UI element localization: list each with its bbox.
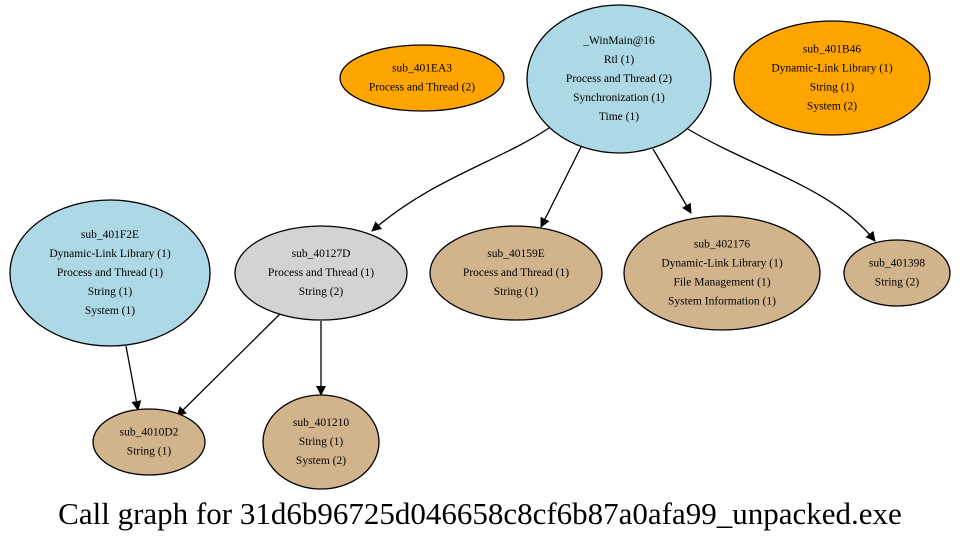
node-shape-sub_401210 [262, 394, 380, 490]
node-api-category: Dynamic-Link Library (1) [49, 248, 171, 260]
edge-winmain-to-sub_40127D [371, 127, 550, 232]
node-title: sub_401B46 [803, 44, 861, 56]
node-api-category: System Information (1) [668, 296, 776, 308]
node-api-category: String (2) [299, 286, 344, 298]
node-api-category: System (2) [296, 455, 346, 467]
node-shape-sub_401EA3 [339, 44, 505, 112]
node-api-category: System (1) [85, 305, 135, 317]
node-title: sub_401398 [869, 258, 925, 270]
node-api-category: Process and Thread (1) [57, 267, 163, 279]
edge-winmain-to-sub_40159E [540, 144, 583, 228]
graph-caption: Call graph for 31d6b96725d046658c8cf6b87… [58, 496, 902, 531]
node-shape-sub_402176 [623, 215, 821, 331]
node-shape-sub_4010D2 [92, 408, 206, 476]
edge-winmain-to-sub_401398 [685, 127, 876, 242]
node-api-category: Process and Thread (1) [268, 267, 374, 279]
node-api-category: String (1) [88, 286, 133, 298]
node-title: _WinMain@16 [582, 35, 655, 47]
node-api-category: String (1) [127, 446, 172, 458]
node-shape-winmain [526, 4, 712, 154]
node-title: sub_40159E [487, 248, 545, 260]
node-shape-sub_401F2E [9, 199, 211, 347]
edge-winmain-to-sub_402176 [652, 148, 692, 214]
node-shape-sub_401B46 [733, 20, 931, 136]
node-sub_40127D: sub_40127D Process and Thread (1) String (… [234, 225, 408, 321]
node-api-category: Process and Thread (2) [566, 73, 672, 85]
node-api-category: Time (1) [599, 111, 639, 123]
node-shape-sub_40159E [429, 225, 603, 321]
node-api-category: String (2) [875, 277, 920, 289]
node-api-category: Dynamic-Link Library (1) [661, 258, 783, 270]
node-shape-sub_401398 [843, 239, 951, 307]
node-title: sub_401EA3 [392, 63, 452, 75]
node-sub_401F2E: sub_401F2E Dynamic-Link Library (1) Proces… [9, 199, 211, 347]
node-title: sub_4010D2 [120, 427, 179, 439]
node-title: sub_401F2E [81, 229, 139, 241]
node-api-category: String (1) [810, 82, 855, 94]
node-api-category: Dynamic-Link Library (1) [771, 63, 893, 75]
node-title: sub_402176 [694, 239, 750, 251]
node-api-category: Synchronization (1) [573, 92, 665, 104]
edge-sub_401F2E-to-sub_4010D2 [125, 345, 142, 411]
node-sub_40159E: sub_40159E Process and Thread (1) String (… [429, 225, 603, 321]
node-title: sub_40127D [292, 248, 351, 260]
node-api-category: Rtl (1) [604, 54, 635, 66]
node-api-category: File Management (1) [673, 277, 770, 289]
node-api-category: Process and Thread (2) [369, 82, 475, 94]
edges-layer [125, 127, 876, 417]
edge-sub_40127D-to-sub_4010D2 [176, 313, 281, 417]
node-api-category: System (2) [807, 101, 857, 113]
node-title: sub_401210 [293, 417, 349, 429]
node-api-category: Process and Thread (1) [463, 267, 569, 279]
node-api-category: String (1) [494, 286, 539, 298]
node-shape-sub_40127D [234, 225, 408, 321]
node-api-category: String (1) [299, 436, 344, 448]
